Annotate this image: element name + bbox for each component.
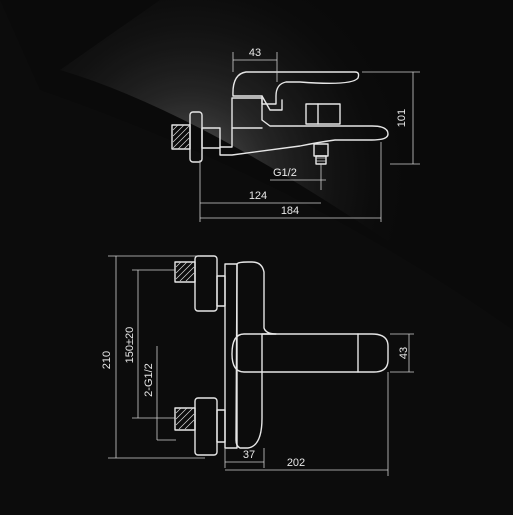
- dim-side-height: 101: [396, 109, 408, 127]
- dim-front-total-height: 210: [101, 351, 113, 369]
- dim-front-lever-height: 43: [398, 347, 410, 359]
- dim-side-handle-width: 43: [249, 47, 261, 59]
- background-shadow: [0, 0, 513, 330]
- side-view: 43 101 G1/2 124 184: [171, 47, 420, 222]
- front-body: [235, 261, 277, 449]
- background-glare: [60, 0, 513, 330]
- front-view: 210 150±20 2-G1/2 43 37 202: [101, 255, 414, 476]
- side-stem: [201, 127, 221, 149]
- dim-front-body-width: 37: [243, 449, 255, 461]
- dim-side-overall-depth: 184: [281, 205, 299, 217]
- front-body-side: [224, 263, 238, 449]
- side-body: [219, 97, 389, 156]
- dim-side-thread: G1/2: [273, 167, 297, 179]
- front-lever: [231, 333, 389, 373]
- dim-side-outlet-distance: 124: [249, 190, 267, 202]
- dim-front-inlet-spacing: 150±20: [124, 327, 136, 364]
- side-lever: [232, 71, 360, 105]
- side-diverter: [305, 103, 341, 125]
- dim-front-overall-width: 202: [287, 457, 305, 469]
- side-lever-neck: [261, 95, 283, 111]
- dim-front-inlet-thread: 2-G1/2: [143, 363, 155, 397]
